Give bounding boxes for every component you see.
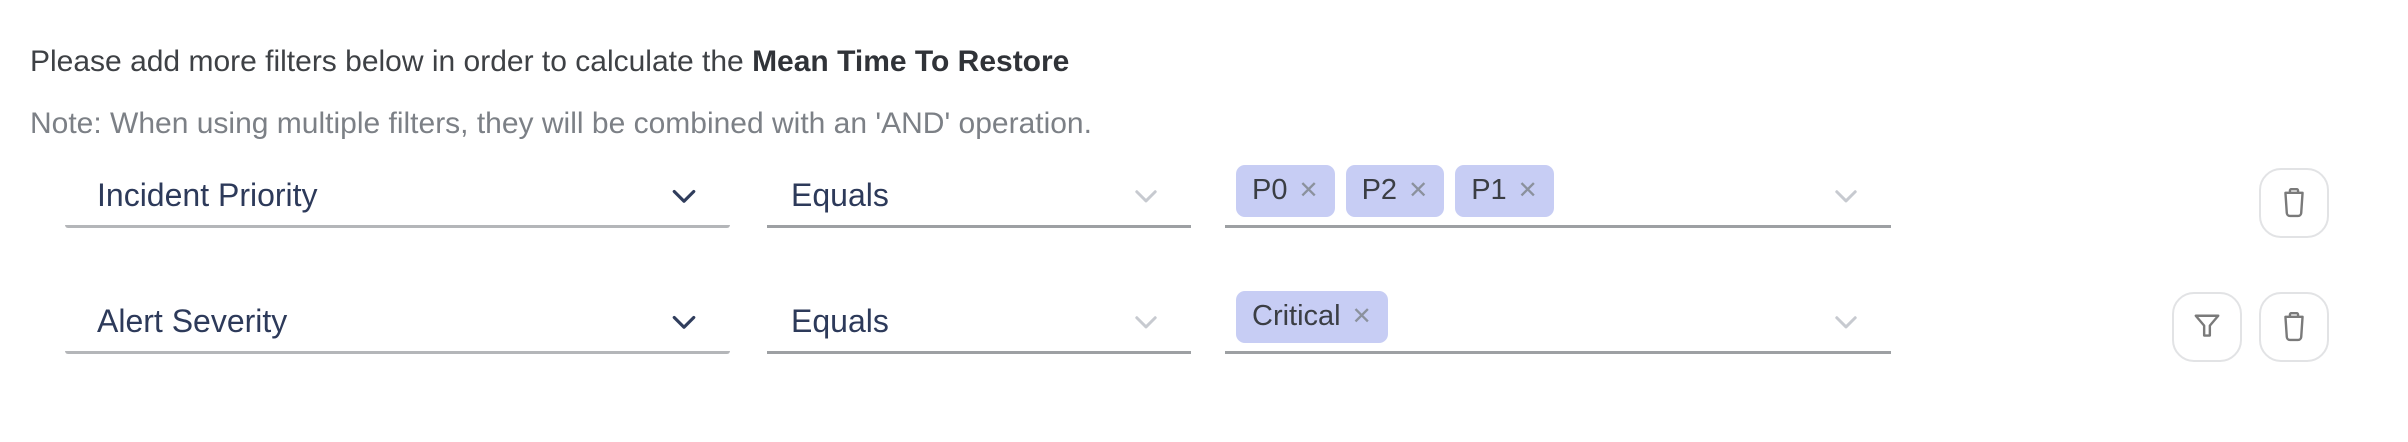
delete-filter-button-row2[interactable] [2259,292,2329,362]
remove-value-icon[interactable]: ✕ [1351,302,1372,330]
value-chip: P1 ✕ [1455,164,1554,217]
values-select-row1[interactable]: P0 ✕ P2 ✕ P1 ✕ [1225,164,1891,228]
attribute-select-row2[interactable]: Alert Severity [65,292,730,354]
remove-value-icon[interactable]: ✕ [1517,176,1538,204]
selected-values: P0 ✕ P2 ✕ P1 ✕ [1236,164,1554,217]
chevron-down-icon [1135,315,1157,328]
trash-icon [2284,312,2304,342]
chevron-down-icon [1135,189,1157,202]
note-text: Note: When using multiple filters, they … [30,107,1092,140]
selected-values: Critical ✕ [1236,290,1388,343]
value-chip-label: P2 [1361,174,1398,206]
values-select-row2[interactable]: Critical ✕ [1225,290,1891,354]
value-chip-label: P1 [1471,174,1507,206]
filter-button-row2[interactable] [2172,292,2242,362]
remove-value-icon[interactable]: ✕ [1298,176,1319,204]
intro-text-regular: Please add more filters below in order t… [30,45,753,78]
operator-select-row1[interactable]: Equals [767,166,1191,228]
delete-filter-button-row1[interactable] [2259,168,2329,238]
operator-select-row2[interactable]: Equals [767,292,1191,354]
trash-icon [2284,188,2304,218]
value-chip-label: Critical [1252,300,1341,332]
metric-name: Mean Time To Restore [752,45,1070,78]
attribute-select-value: Alert Severity [97,303,288,339]
value-chip-label: P0 [1252,174,1288,206]
value-chip: Critical ✕ [1236,290,1388,343]
value-chip: P2 ✕ [1345,164,1445,217]
chevron-down-icon [672,189,696,203]
intro-text: Please add more filters below in order t… [30,44,1069,80]
attribute-select-row1[interactable]: Incident Priority [65,166,730,228]
remove-value-icon[interactable]: ✕ [1408,176,1429,204]
attribute-select-value: Incident Priority [97,177,318,213]
chevron-down-icon [1835,189,1857,202]
chevron-down-icon [672,315,696,329]
operator-select-value: Equals [791,177,889,213]
value-chip: P0 ✕ [1236,164,1335,217]
chevron-down-icon [1835,315,1857,328]
operator-select-value: Equals [791,303,889,339]
funnel-icon [2194,314,2220,337]
